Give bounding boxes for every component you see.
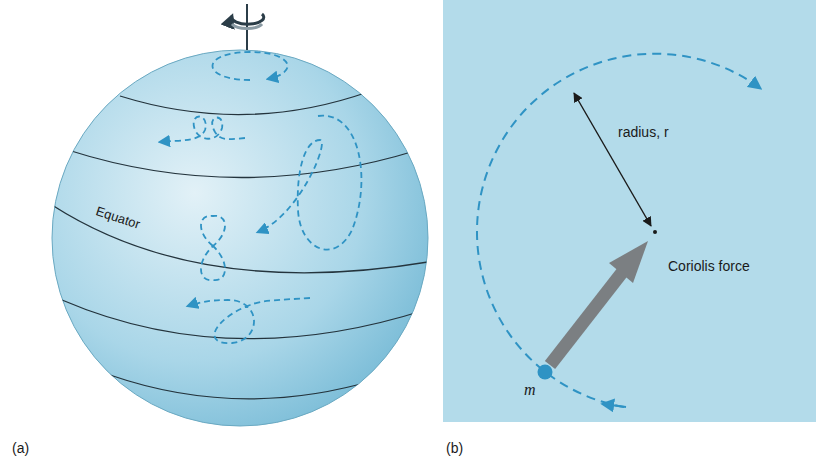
mass-label: m xyxy=(524,381,536,399)
latitude-line xyxy=(62,300,425,339)
latitude-lines xyxy=(52,92,428,399)
inertial-loops xyxy=(160,52,361,343)
latitude-line xyxy=(68,150,418,178)
large-loop xyxy=(258,116,361,250)
spin-arrow xyxy=(232,14,264,24)
circle-centre xyxy=(653,230,657,234)
latitude-line xyxy=(120,92,368,115)
motion-arrow xyxy=(603,404,626,407)
coriolis-force-arrowhead xyxy=(609,241,648,283)
coriolis-force-arrow-shaft xyxy=(550,270,624,365)
force-label: Coriolis force xyxy=(668,258,750,274)
inertial-circle-path xyxy=(477,54,760,407)
mass-dot xyxy=(538,365,553,380)
latitude-line xyxy=(110,375,375,399)
equatorial-figure-eight xyxy=(201,216,225,280)
earth-sphere xyxy=(52,50,428,426)
radius-label: radius, r xyxy=(618,124,669,140)
southern-loop xyxy=(188,298,310,343)
spin-arrow-back xyxy=(232,24,262,29)
radius-line xyxy=(574,93,651,226)
polar-loop xyxy=(213,52,288,80)
panel-label: (a) xyxy=(12,440,29,456)
panel-label: (b) xyxy=(446,440,463,456)
panel-b-background xyxy=(443,0,816,422)
rotation-axis xyxy=(246,4,248,50)
midlatitude-small-loops xyxy=(160,117,245,143)
